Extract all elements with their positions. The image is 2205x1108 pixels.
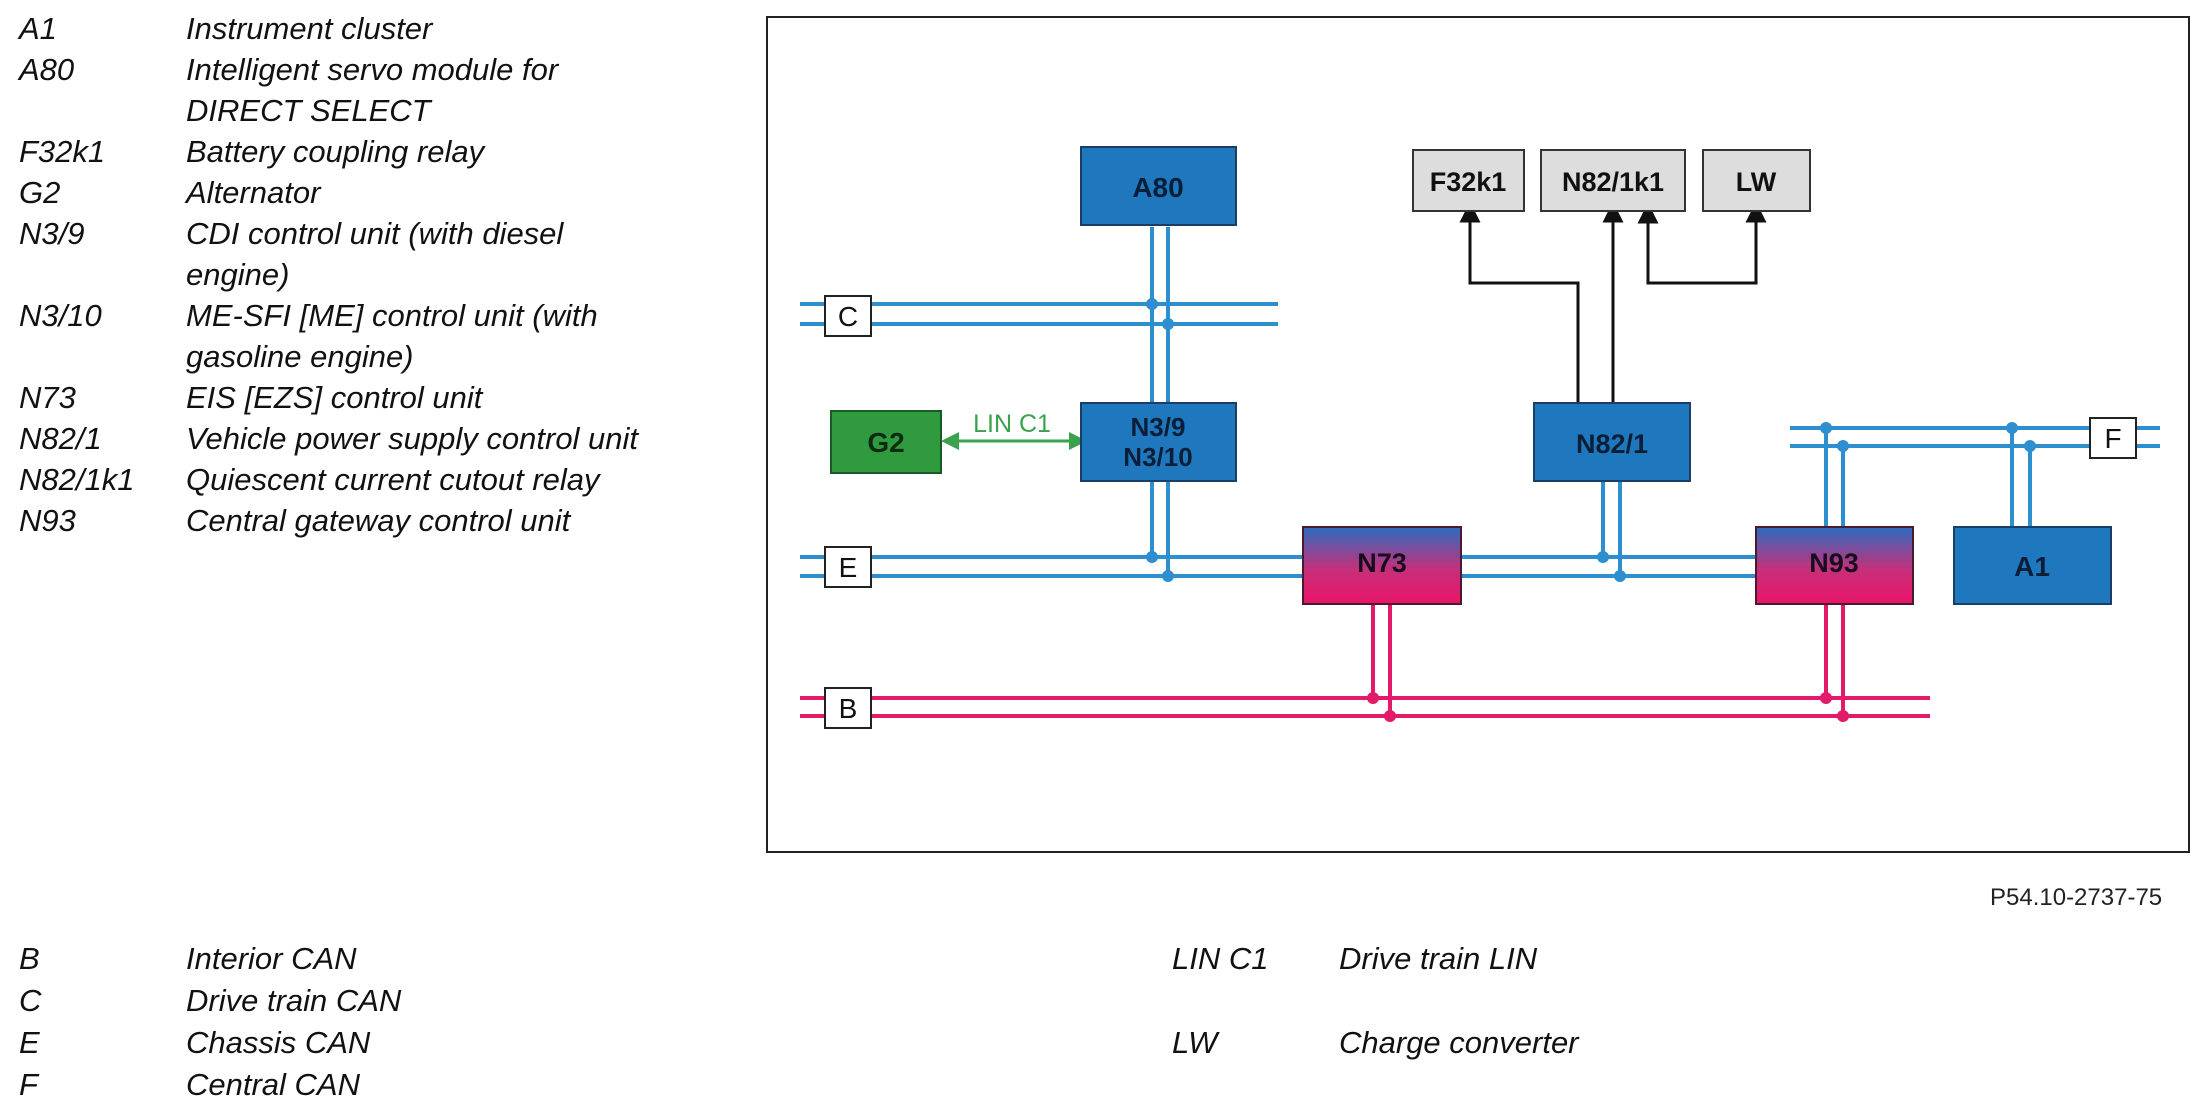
figure-reference: P54.10-2737-75 [1990, 884, 2163, 911]
bus-drops-blue [1150, 227, 2032, 576]
legend-description: ME-SFI [ME] control unit (with [186, 298, 598, 333]
svg-text:N3/10: N3/10 [1123, 442, 1192, 472]
legend-code: LW [1172, 1025, 1218, 1060]
legend-code: LIN C1 [1172, 941, 1269, 976]
bus-b-interior-can [800, 696, 1930, 718]
svg-text:E: E [839, 552, 858, 583]
legend-code: N3/9 [19, 216, 85, 251]
legend-description: Battery coupling relay [186, 134, 485, 169]
legend-code: N73 [19, 380, 76, 415]
module-a1: A1 [1953, 526, 2112, 605]
bus-label-c: C [824, 295, 872, 337]
legend-code: G2 [19, 175, 61, 210]
bus-label-f: F [2089, 417, 2137, 459]
bus-label-e: E [824, 546, 872, 588]
svg-text:N82/1k1: N82/1k1 [1562, 167, 1664, 197]
legend-description: Instrument cluster [186, 11, 433, 46]
svg-text:B: B [839, 693, 858, 724]
junction-dots [1146, 298, 2036, 722]
legend-description: Charge converter [1339, 1025, 1579, 1060]
legend-description: DIRECT SELECT [186, 93, 431, 128]
svg-text:N93: N93 [1809, 548, 1859, 578]
legend-code: A80 [19, 52, 75, 87]
bus-c-drive-train-can [800, 302, 1278, 326]
legend-description: Central gateway control unit [186, 503, 571, 538]
legend-description: Drive train CAN [186, 983, 402, 1018]
legend-code: E [19, 1025, 40, 1060]
svg-text:A1: A1 [2014, 551, 2050, 582]
legend-code: C [19, 983, 42, 1018]
svg-text:G2: G2 [867, 427, 904, 458]
legend-description: Interior CAN [186, 941, 357, 976]
module-n73: N73 [1302, 526, 1462, 605]
svg-text:LW: LW [1736, 167, 1777, 197]
module-g2: G2 [830, 410, 942, 474]
legend-code: N3/10 [19, 298, 102, 333]
legend-description: engine) [186, 257, 290, 292]
legend-description: Alternator [186, 175, 321, 210]
legend-code: A1 [19, 11, 57, 46]
bus-e-chassis-can [800, 555, 1756, 578]
legend-description: Central CAN [186, 1067, 360, 1102]
legend-code: B [19, 941, 40, 976]
svg-text:F: F [2104, 423, 2121, 454]
legend-description: EIS [EZS] control unit [186, 380, 483, 415]
legend-code: F32k1 [19, 134, 106, 169]
diagram-frame [766, 16, 2190, 853]
module-n93: N93 [1755, 526, 1914, 605]
bus-drops-pink [1371, 604, 1845, 716]
legend-description: CDI control unit (with diesel [186, 216, 564, 251]
svg-text:F32k1: F32k1 [1430, 167, 1507, 197]
svg-text:N82/1: N82/1 [1576, 429, 1648, 459]
module-n82-1k1: N82/1k1 [1540, 149, 1686, 212]
module-a80: A80 [1080, 146, 1237, 226]
module-f32k1: F32k1 [1412, 149, 1525, 212]
svg-text:A80: A80 [1132, 172, 1183, 203]
legend-code: N82/1 [19, 421, 102, 456]
power-supply-connections [1459, 201, 1767, 403]
bus-label-b: B [824, 687, 872, 729]
module-n82-1: N82/1 [1533, 402, 1691, 482]
svg-text:N73: N73 [1357, 548, 1407, 578]
legend-bus-list: B Interior CAN C Drive train CAN E Chassis CA… [19, 938, 619, 1108]
legend-description: gasoline engine) [186, 339, 414, 374]
legend-description: Quiescent current cutout relay [186, 462, 600, 497]
legend-code: N93 [19, 503, 76, 538]
module-lw: LW [1702, 149, 1811, 212]
legend-description: Vehicle power supply control unit [186, 421, 639, 456]
legend-code: F [19, 1067, 38, 1102]
module-n3: N3/9 N3/10 [1080, 402, 1237, 482]
legend-description: Drive train LIN [1339, 941, 1538, 976]
legend-description: Chassis CAN [186, 1025, 371, 1060]
legend-code: N82/1k1 [19, 462, 135, 497]
svg-text:C: C [838, 301, 858, 332]
legend-description: Intelligent servo module for [186, 52, 559, 87]
svg-text:N3/9: N3/9 [1131, 412, 1186, 442]
legend-other-list: LIN C1 Drive train LIN LW Charge converter [1172, 938, 1872, 1068]
lin-c1-label: LIN C1 [973, 410, 1051, 438]
